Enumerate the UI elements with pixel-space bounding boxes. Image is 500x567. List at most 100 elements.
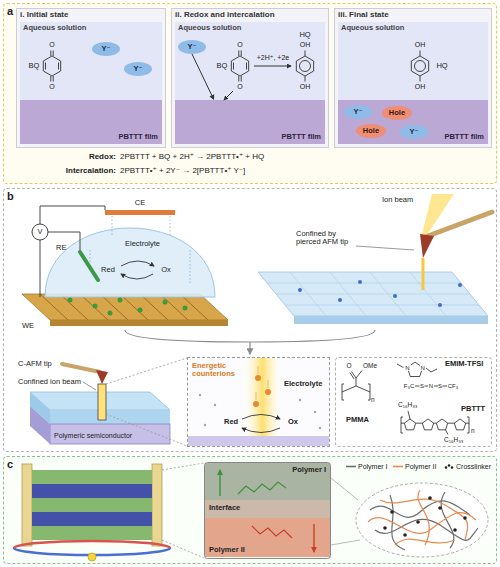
electrochemical-cell (32, 224, 48, 240)
label-holder: F₃C (404, 383, 414, 390)
polymer-network (416, 520, 420, 524)
polymer-network (368, 513, 476, 534)
label-text: S (420, 383, 424, 389)
legend-text: Polymer I (358, 463, 388, 471)
hole-oval: Hole (356, 124, 386, 138)
polymer-network (463, 516, 467, 520)
legend-text: Polymer II (405, 463, 437, 471)
anion-oval: Y⁻ (178, 40, 206, 54)
stage-box: i. Initial stateAqueous solutionY⁻Y⁻ PBTT… (16, 8, 166, 148)
node-text: Interface (209, 503, 240, 512)
node-text: Aqueous solution (23, 23, 86, 32)
node-text: Hole (389, 109, 405, 117)
legend-sample-dot (451, 467, 454, 470)
counterion-zoom (268, 380, 269, 388)
label-text: CF₃ (448, 383, 458, 389)
benzoquinone-molecule (241, 76, 242, 82)
node-text: b (7, 190, 14, 202)
label-text: O (346, 362, 351, 369)
chemical-structures (466, 423, 469, 424)
chemical-structures (404, 419, 415, 430)
node-text: ii. Redox and intercalation (175, 10, 275, 19)
text-holder: PBTTT film (118, 133, 158, 141)
benzoquinone-molecule (50, 76, 51, 82)
node-text: i. Initial state (20, 10, 68, 19)
label-holder: O (237, 41, 242, 49)
label-text: C-AFM tip (18, 359, 52, 368)
interface-zoom (219, 470, 220, 496)
label-holder: Confined by pierced AFM tip (296, 230, 356, 247)
chemical-structures (434, 386, 438, 387)
label-text: C₁₆H₃₃ (398, 401, 418, 408)
benzoquinone-molecule (43, 51, 248, 82)
polymer-network (375, 519, 478, 540)
hydroquinone-molecule (415, 61, 426, 72)
counterion-zoom (188, 436, 329, 446)
layered-device (32, 526, 152, 540)
ion-beam-setup (258, 272, 488, 316)
cafm-setup (62, 364, 100, 372)
ion-beam-setup (276, 294, 470, 295)
node-text: Aqueous solution (178, 23, 241, 32)
counterion-zoom (319, 427, 321, 429)
counterion-zoom (299, 399, 301, 401)
chemical-structures (356, 378, 357, 386)
electrochemical-cell (180, 294, 208, 320)
ion-beam-setup (370, 272, 406, 316)
text-holder: iii. Final state (338, 11, 389, 20)
text-holder: Energetic counterions (192, 362, 244, 379)
cafm-setup (50, 424, 170, 444)
label-holder: RE (56, 244, 66, 252)
chemical-structures (446, 430, 449, 435)
layered-device (32, 470, 152, 484)
text-holder: a (7, 5, 13, 17)
electrochemical-cell (190, 250, 191, 285)
text-holder: Aqueous solution (23, 24, 86, 32)
layered-device (162, 540, 204, 558)
polymer-network (428, 496, 432, 500)
merge-arrow (249, 342, 250, 354)
label-holder: Confined ion beam (18, 378, 81, 386)
label-text: 2PBTTT•⁺ + 2Y⁻ → 2[PBTTT•⁺ Y⁻] (120, 166, 245, 175)
layered-device (88, 553, 96, 561)
counterion-zoom (314, 411, 316, 413)
label-holder: BQ (217, 62, 228, 70)
label-holder: N (404, 364, 410, 371)
node-text: Red (224, 417, 238, 426)
label-holder: Ox (161, 266, 171, 274)
label-text: Intercalation: (66, 166, 116, 175)
label-holder: BQ (29, 62, 40, 70)
label-text: OH (415, 41, 426, 48)
layered-device (162, 463, 204, 470)
ion-beam-setup (420, 234, 434, 258)
polymer-network (383, 496, 467, 537)
label-holder: C-AFM tip (18, 360, 52, 368)
chemical-structures (426, 368, 437, 372)
label-holder: Electrolyte (125, 240, 160, 248)
node-text: Y⁻ (410, 128, 419, 136)
electrochemical-cell (112, 216, 113, 236)
solution-band: Aqueous solutionY⁻Y⁻ (20, 22, 162, 100)
ion-beam-setup (438, 303, 442, 307)
legend-sample-dot (445, 467, 448, 470)
ion-beam-setup (393, 294, 397, 298)
polymer-network (368, 490, 476, 545)
label-holder: HQ (436, 62, 447, 70)
ion-beam-setup (338, 298, 342, 302)
label-holder: OH (300, 41, 311, 49)
chemical-structures (401, 423, 404, 424)
counterion-zoom (199, 394, 321, 429)
counterion-zoom (204, 424, 206, 426)
text-holder: c (7, 458, 13, 470)
ion-beam-setup (267, 272, 479, 316)
chemical-structures (425, 386, 429, 387)
label-text: C₁₆H₃₃ (444, 436, 464, 443)
electrochemical-cell (40, 206, 105, 224)
electrochemical-cell (48, 232, 80, 252)
reaction-arrow (254, 66, 291, 67)
ion-beam-setup (330, 272, 366, 316)
chemical-structures (408, 411, 410, 419)
label-holder: O (49, 83, 54, 91)
cafm-setup (50, 410, 170, 424)
